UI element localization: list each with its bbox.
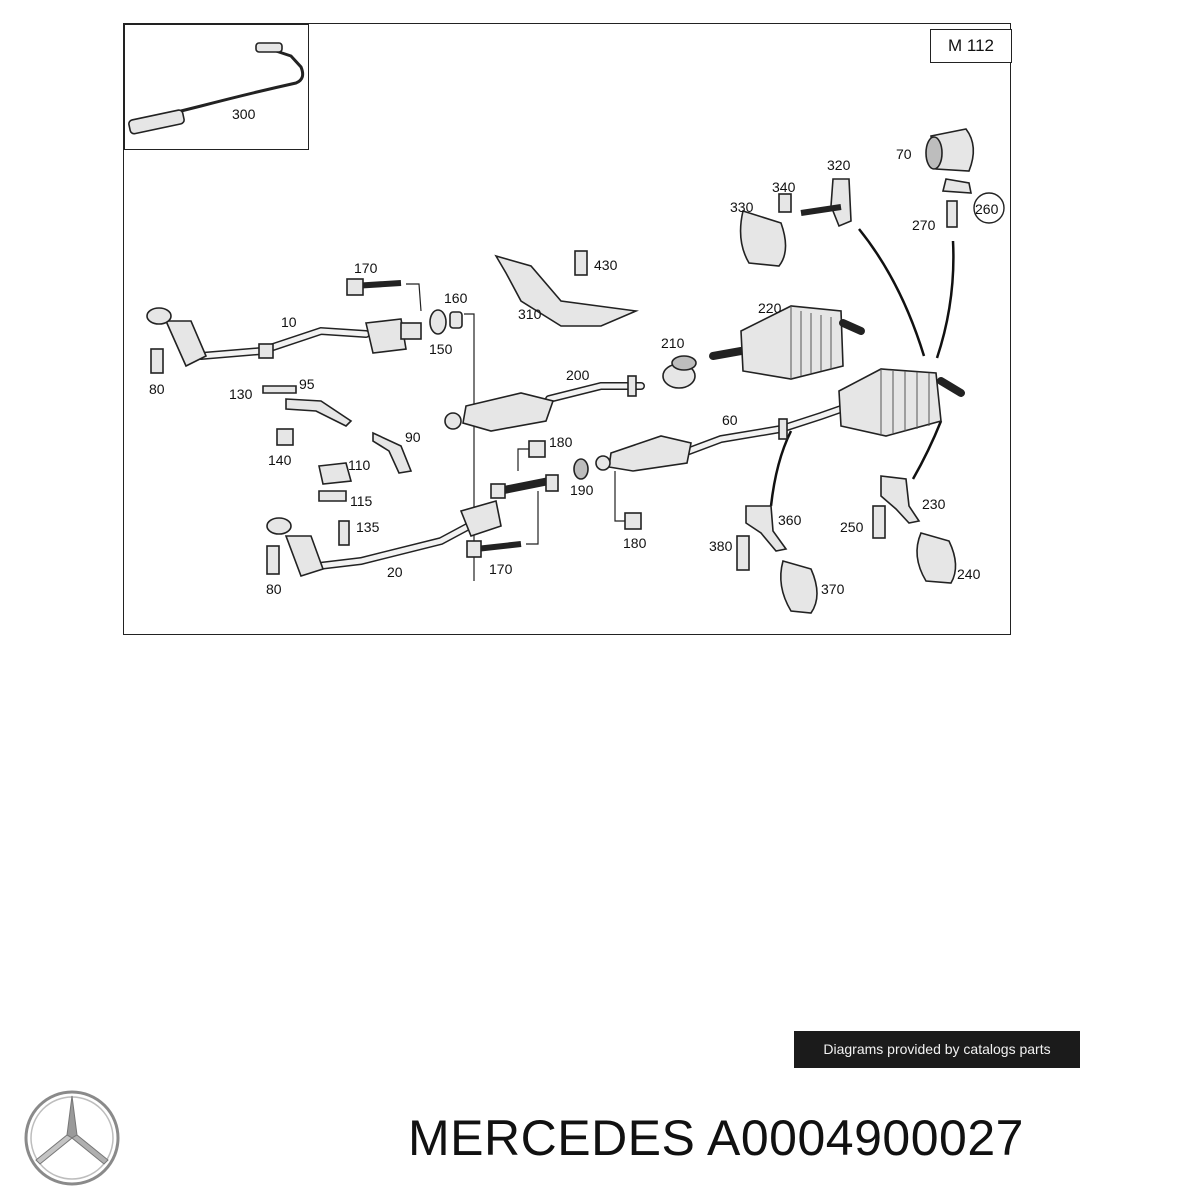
- bolt-430-part: [574, 250, 588, 276]
- callout-430: 430: [594, 257, 618, 273]
- part-number: A0004900027: [707, 1110, 1024, 1166]
- callout-160: 160: [444, 290, 468, 306]
- arrow-320: [858, 228, 926, 357]
- clamp-115-part: [318, 490, 347, 502]
- callout-260: 260: [975, 201, 999, 217]
- callout-380: 380: [709, 538, 733, 554]
- provider-note-banner: Diagrams provided by catalogs parts: [794, 1031, 1080, 1068]
- leader-180-top: [517, 448, 529, 471]
- callout-340: 340: [772, 179, 796, 195]
- callout-240: 240: [957, 566, 981, 582]
- callout-250: 250: [840, 519, 864, 535]
- bracket-230-part: [880, 475, 921, 524]
- arrow-360: [769, 430, 793, 507]
- mercedes-star-icon: [24, 1090, 120, 1186]
- callout-90: 90: [405, 429, 421, 445]
- bolt-250-part: [872, 505, 886, 539]
- tailpipe-tip-part: [925, 128, 975, 172]
- leader-170-top: [406, 283, 422, 312]
- bolt-380-part: [736, 535, 750, 571]
- rubber-mount-330-part: [739, 209, 787, 267]
- callout-370: 370: [821, 581, 845, 597]
- callout-200: 200: [566, 367, 590, 383]
- callout-110: 110: [348, 457, 371, 473]
- arrow-230: [911, 420, 943, 480]
- callout-180-bottom: 180: [623, 535, 647, 551]
- callout-170-top: 170: [354, 260, 378, 276]
- callout-150: 150: [429, 341, 453, 357]
- callout-320: 320: [827, 157, 851, 173]
- clamp-130-part: [262, 385, 297, 394]
- bracket-310-part: [494, 254, 639, 327]
- bolt-80-top-part: [150, 348, 164, 374]
- middle-muffler-200-part: [444, 375, 645, 432]
- callout-130: 130: [229, 386, 253, 402]
- callout-330: 330: [730, 199, 754, 215]
- part-title: MERCEDES A0004900027: [408, 1108, 1024, 1168]
- callout-20: 20: [387, 564, 403, 580]
- rear-muffler-main-part: [838, 368, 965, 437]
- leader-160: [464, 313, 475, 581]
- arrow-270: [935, 240, 955, 359]
- bolt-80-bottom-part: [266, 545, 280, 575]
- callout-115: 115: [350, 493, 373, 509]
- exhaust-diagram: M 112 300 70 320 340 330 260 270 170 430…: [123, 23, 1012, 635]
- bracket-95-part: [285, 398, 353, 427]
- leader-170-bottom: [526, 491, 539, 545]
- callout-210: 210: [661, 335, 685, 351]
- callout-180-top: 180: [549, 434, 573, 450]
- bolt-head-170-bottom: [466, 540, 482, 558]
- callout-60: 60: [722, 412, 738, 428]
- front-pipe-10-part: [146, 307, 422, 368]
- rubber-mount-240-part: [916, 532, 957, 584]
- bracket-320-part: [830, 178, 852, 228]
- callout-80-top: 80: [149, 381, 165, 397]
- bolt-170-bottom-part: [475, 541, 522, 552]
- bolt-270-part: [946, 200, 958, 228]
- callout-135: 135: [356, 519, 380, 535]
- callout-95: 95: [299, 376, 315, 392]
- bolt-320-part: [800, 204, 842, 216]
- clip-260-part: [941, 178, 972, 194]
- nut-180-bottom-part: [624, 512, 642, 530]
- engine-code-box: M 112: [930, 29, 1012, 63]
- callout-140: 140: [268, 452, 292, 468]
- callout-70: 70: [896, 146, 912, 162]
- callout-190: 190: [570, 482, 594, 498]
- oxygen-sensor-inset: [124, 24, 309, 150]
- callout-230: 230: [922, 496, 946, 512]
- gasket-150-part: [429, 309, 447, 335]
- callout-170-bottom: 170: [489, 561, 513, 577]
- callout-310: 310: [518, 306, 542, 322]
- rear-muffler-220-part: [709, 305, 865, 380]
- callout-300: 300: [232, 106, 256, 122]
- rubber-mount-370-part: [780, 560, 818, 614]
- clamp-110-part: [318, 462, 353, 485]
- intermediate-pipe-60-part: [595, 405, 845, 472]
- callout-10: 10: [281, 314, 297, 330]
- bolt-135-part: [338, 520, 350, 546]
- ring-190-part: [573, 458, 589, 480]
- callout-80-bottom: 80: [266, 581, 282, 597]
- ring-160-part: [449, 311, 463, 329]
- callout-270: 270: [912, 217, 936, 233]
- bolt-340-part: [778, 193, 792, 213]
- callout-360: 360: [778, 512, 802, 528]
- callout-circle-260: [973, 192, 1005, 224]
- bracket-90-part: [372, 431, 413, 474]
- callout-220: 220: [758, 300, 782, 316]
- bolt-head-170-top: [346, 278, 364, 296]
- nut-180-top-part: [528, 440, 546, 458]
- exhaust-parts-drawing: [128, 42, 1005, 614]
- clamp-210-part: [662, 355, 697, 389]
- leader-180-bottom: [614, 471, 625, 522]
- brand-name: MERCEDES: [408, 1110, 696, 1166]
- nut-140-part: [276, 428, 294, 446]
- front-pipe-20-part: [266, 474, 559, 577]
- bracket-360-part: [745, 505, 788, 552]
- oxygen-sensor-part: [128, 42, 305, 135]
